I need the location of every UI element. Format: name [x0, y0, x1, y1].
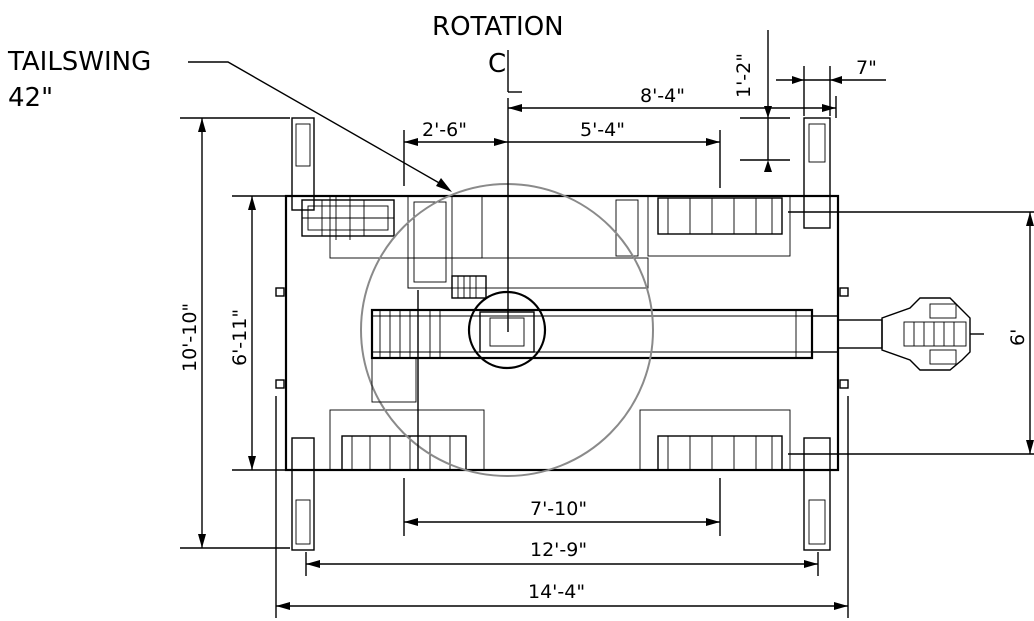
- arrowhead: [198, 534, 206, 548]
- arrowhead: [830, 76, 842, 84]
- arrowhead: [706, 518, 720, 526]
- side-box: [615, 199, 639, 257]
- dim-pad-width: 7": [856, 57, 877, 79]
- tire-bottom-front: [639, 409, 791, 471]
- arrowhead: [276, 602, 290, 610]
- arrowhead: [834, 602, 848, 610]
- dim-outrigger-span: 12'-9": [530, 539, 587, 561]
- boom-head: [881, 297, 984, 371]
- turntable-inner: [489, 317, 525, 347]
- upper-right-structure: [647, 195, 791, 257]
- counterweight-block: [301, 196, 395, 240]
- engine-compartment: [329, 195, 483, 259]
- dim-tire-spacing: 7'-10": [530, 498, 587, 520]
- bracket-right-1: [839, 287, 849, 297]
- arrowhead: [1026, 440, 1034, 454]
- dim-body-width: 6'-11": [229, 309, 251, 366]
- dim-overall-length: 14'-4": [528, 581, 585, 603]
- tailswing-label: TAILSWING: [7, 47, 151, 77]
- dim-rotation-to-outrigger: 8'-4": [640, 85, 685, 107]
- dim-rotation-to-front: 5'-4": [580, 119, 625, 141]
- outrigger-rear-top: [291, 117, 315, 211]
- outrigger-front-top: [803, 117, 831, 229]
- arrowhead: [764, 160, 772, 172]
- arrowhead: [306, 560, 320, 568]
- rotation-label: ROTATION: [432, 12, 564, 42]
- tailswing-value: 42": [8, 83, 53, 113]
- arrowhead: [404, 138, 418, 146]
- arrowhead: [1026, 212, 1034, 226]
- dim-front-width: 6': [1007, 329, 1029, 346]
- arrowhead: [706, 138, 720, 146]
- lower-left-bracket: [371, 357, 417, 403]
- arrowhead: [804, 560, 818, 568]
- turntable: [467, 290, 547, 370]
- arrowhead: [404, 518, 418, 526]
- outrigger-front-bottom: [803, 437, 831, 551]
- chassis-outline: [284, 194, 840, 472]
- arrowhead: [822, 104, 836, 112]
- arrowhead: [508, 104, 522, 112]
- arrowhead: [248, 196, 256, 210]
- bracket-left-1: [275, 287, 285, 297]
- turntable-hub: [479, 311, 535, 353]
- arrowhead: [764, 106, 772, 118]
- arrowhead: [198, 118, 206, 132]
- tailswing-arrowhead: [436, 178, 452, 192]
- tailswing-leader: [188, 61, 449, 189]
- dim-outrigger-spread-length: 10'-10": [179, 303, 201, 372]
- cab-box: [407, 195, 453, 289]
- arrowhead: [494, 138, 508, 146]
- bracket-right-2: [839, 379, 849, 389]
- tailswing-circle: [360, 183, 654, 477]
- dim-rotation-to-counterweight-edge: 2'-6": [422, 119, 467, 141]
- dim-pad-offset: 1'-2": [733, 53, 755, 98]
- tire-bottom-rear: [329, 409, 485, 471]
- cab-box-inner: [413, 201, 447, 283]
- outrigger-rear-bottom: [291, 437, 315, 551]
- arrowhead: [792, 76, 804, 84]
- access-steps: [451, 275, 487, 299]
- boom: [370, 308, 883, 360]
- bracket-left-2: [275, 379, 285, 389]
- tire-top-front: [657, 197, 783, 235]
- centerline-symbol: C: [488, 49, 506, 79]
- arrowhead: [248, 456, 256, 470]
- center-deck: [407, 257, 649, 289]
